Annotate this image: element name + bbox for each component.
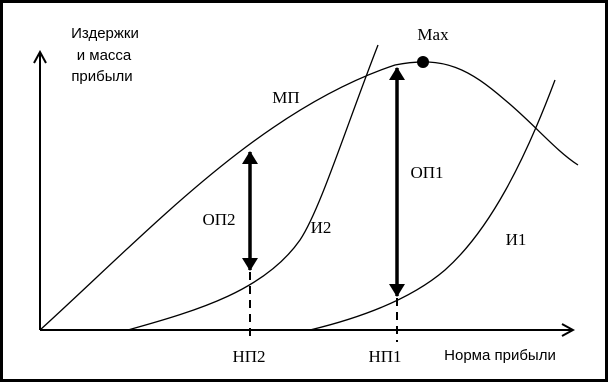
i1-curve — [309, 79, 556, 331]
op2-label: ОП2 — [202, 210, 235, 229]
np1-label: НП1 — [368, 347, 401, 366]
y-axis-label-line-1: Издержки — [71, 25, 139, 42]
np2-label: НП2 — [232, 347, 265, 366]
i1-curve-label: И1 — [506, 230, 527, 249]
max-point — [417, 56, 429, 68]
x-axis-label: Норма прибыли — [444, 347, 556, 364]
mp-curve-label: МП — [272, 88, 299, 107]
y-axis-label-line-2: и масса — [77, 47, 132, 64]
op1-label: ОП1 — [410, 163, 443, 182]
i2-curve — [127, 44, 379, 331]
i2-curve-label: И2 — [311, 218, 332, 237]
y-axis-label-line-3: прибыли — [71, 68, 132, 85]
max-label: Max — [417, 25, 449, 44]
mp-curve — [39, 61, 579, 331]
